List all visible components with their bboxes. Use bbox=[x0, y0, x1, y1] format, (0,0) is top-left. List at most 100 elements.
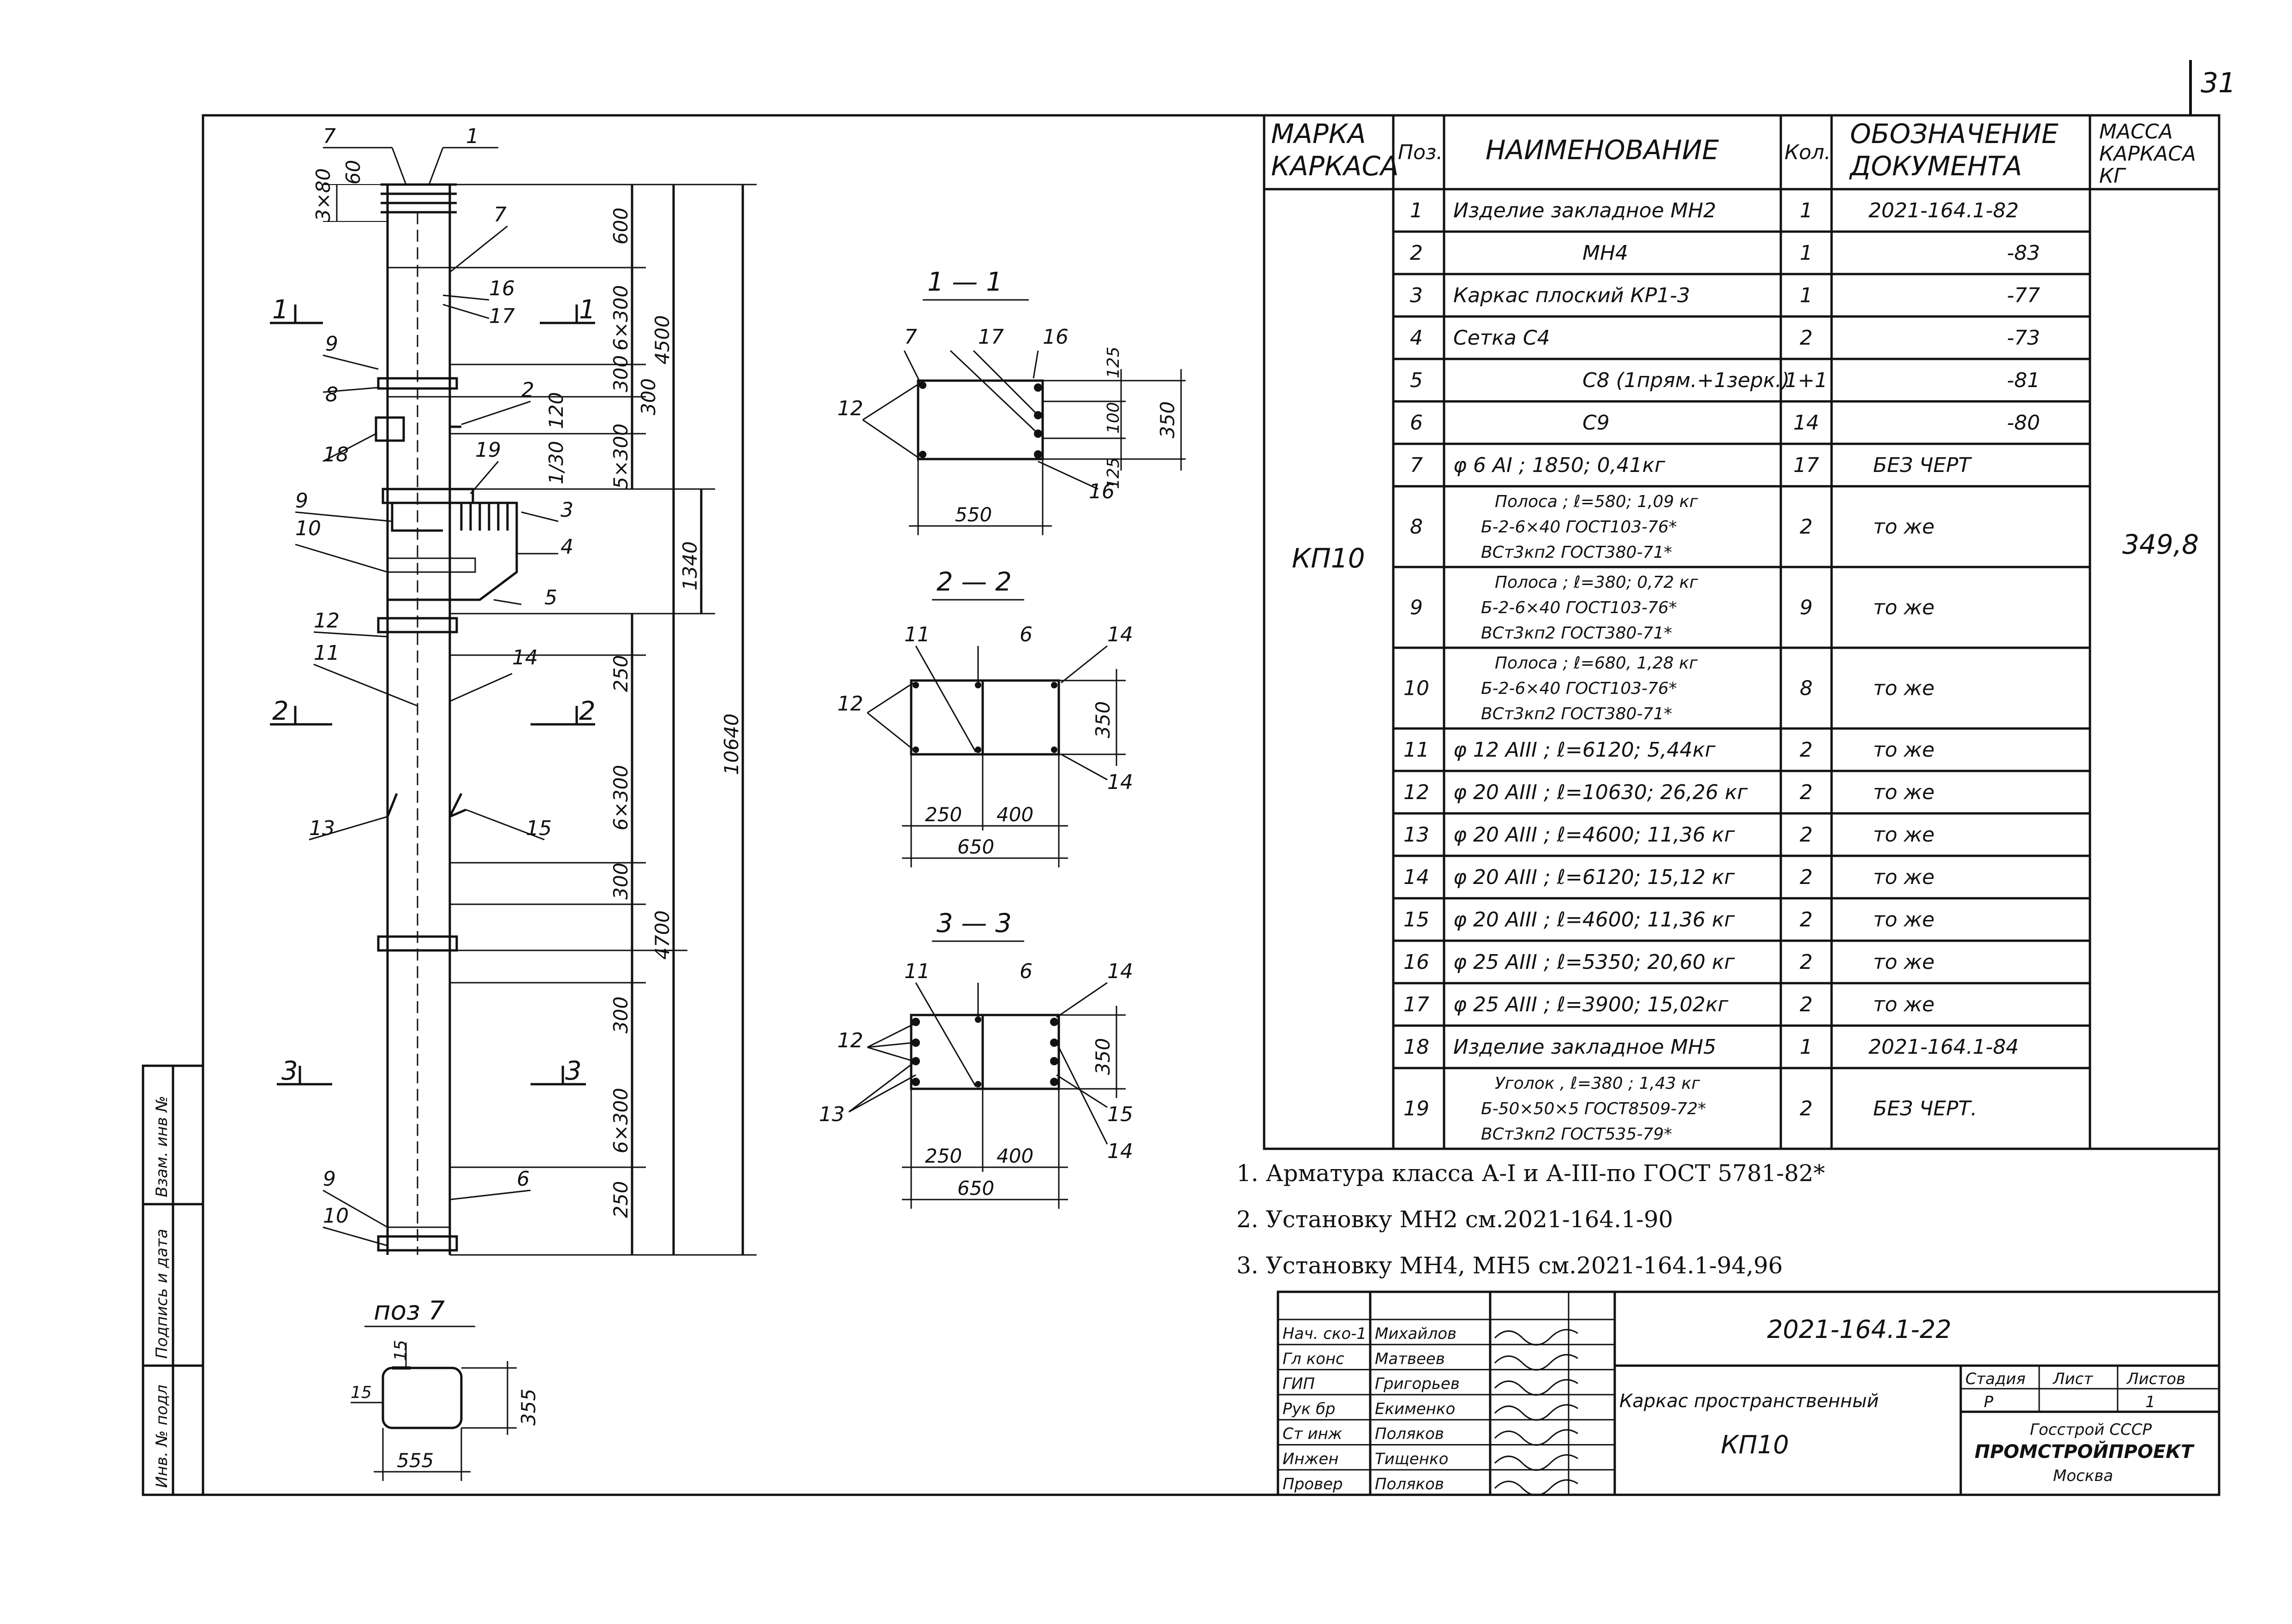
row-pos: 16 bbox=[1403, 950, 1429, 974]
row-qty: 2 bbox=[1800, 866, 1813, 889]
header-mass-3: КГ bbox=[2099, 164, 2126, 188]
row-doc: то же bbox=[1873, 993, 1934, 1016]
strip-inv-podl: Инв. № подл bbox=[153, 1385, 171, 1488]
strip-vzam-inv: Взам. инв № bbox=[153, 1096, 171, 1197]
row-qty: 2 bbox=[1800, 950, 1813, 974]
row-qty: 17 bbox=[1793, 454, 1819, 477]
row-name: С8 (1прям.+1зерк.) bbox=[1582, 369, 1790, 392]
row-name: Изделие закладное МН5 bbox=[1453, 1035, 1716, 1059]
header-name: НАИМЕНОВАНИЕ bbox=[1486, 134, 1719, 166]
pos-label: 16 bbox=[489, 277, 515, 300]
left-strip bbox=[142, 1064, 204, 1496]
person: Поляков bbox=[1375, 1425, 1444, 1443]
dim-4500: 4500 bbox=[651, 315, 674, 364]
section-2-2-title: 2 — 2 bbox=[937, 567, 1012, 597]
pos-label: 9 bbox=[325, 332, 338, 356]
s11-a: 125 bbox=[1104, 346, 1123, 378]
pos-label: 13 bbox=[309, 817, 335, 840]
signature-row: Ст инж Поляков bbox=[1283, 1425, 1578, 1446]
row-pos: 4 bbox=[1410, 326, 1423, 350]
role: Ст инж bbox=[1283, 1425, 1343, 1443]
header-doc-1: ОБОЗНАЧЕНИЕ bbox=[1850, 118, 2059, 149]
row-pos: 11 bbox=[1403, 738, 1429, 762]
row-pos: 7 bbox=[1410, 454, 1423, 477]
elevation-dims: 3×80 60 600 6×300 300 300 120 5×300 1/30… bbox=[312, 160, 743, 1218]
dim-300a: 300 bbox=[609, 355, 632, 392]
spec-table-grid bbox=[1263, 114, 2220, 1150]
s22-h: 350 bbox=[1092, 701, 1114, 738]
dim-120: 120 bbox=[545, 392, 567, 429]
row-qty: 1 bbox=[1800, 284, 1813, 307]
pos-label: 9 bbox=[323, 1167, 336, 1191]
row-name: Изделие закладное МН2 bbox=[1453, 199, 1716, 222]
row-name: МН4 bbox=[1582, 241, 1628, 265]
pos-label: 5 bbox=[544, 586, 557, 609]
row-doc: то же bbox=[1873, 866, 1934, 889]
dim-5x300: 5×300 bbox=[609, 424, 632, 489]
header-doc-2: ДОКУМЕНТА bbox=[1849, 150, 2022, 182]
pos-label: 14 bbox=[512, 646, 538, 669]
pos-label: 2 bbox=[521, 378, 534, 402]
row-doc: то же bbox=[1873, 738, 1934, 762]
pos-label: 3 bbox=[561, 498, 573, 522]
tb-sheets-header: Листов bbox=[2126, 1370, 2185, 1388]
s33-a: 250 bbox=[925, 1145, 962, 1167]
row-name: φ 20 AIII ; ℓ=4600; 11,36 кг bbox=[1453, 908, 1735, 931]
row-qty: 14 bbox=[1793, 411, 1819, 435]
row-doc: БЕЗ ЧЕРТ bbox=[1873, 454, 1972, 477]
note-2: 2. Установку МН2 см.2021-164.1-90 bbox=[1236, 1206, 1673, 1233]
row-doc: 2021-164.1-84 bbox=[1868, 1035, 2019, 1059]
elevation-labels: 7 1 7 16 17 9 8 2 18 19 3 9 10 4 5 12 11… bbox=[295, 125, 573, 1228]
row-pos: 17 bbox=[1403, 993, 1429, 1016]
section-3-3-title: 3 — 3 bbox=[937, 908, 1012, 938]
tb-stage: Р bbox=[1984, 1393, 1994, 1411]
person: Екименко bbox=[1375, 1400, 1455, 1418]
poz7-h: 355 bbox=[517, 1389, 540, 1426]
row-doc: БЕЗ ЧЕРТ. bbox=[1873, 1097, 1977, 1121]
s11-label: 17 bbox=[978, 325, 1004, 349]
pos-label: 9 bbox=[295, 489, 308, 513]
row-name-2: Б-2-6×40 ГОСТ103-76* bbox=[1481, 518, 1677, 537]
row-name-1: Полоса ; ℓ=380; 0,72 кг bbox=[1495, 573, 1699, 592]
row-doc: -73 bbox=[2007, 326, 2040, 350]
row-name-2: Б-50×50×5 ГОСТ8509-72* bbox=[1481, 1099, 1706, 1118]
row-pos: 13 bbox=[1403, 823, 1429, 847]
row-pos: 18 bbox=[1403, 1035, 1429, 1059]
row-pos: 15 bbox=[1403, 908, 1429, 931]
poz7-w: 555 bbox=[397, 1449, 434, 1472]
row-name: φ 6 AI ; 1850; 0,41кг bbox=[1453, 454, 1665, 477]
cut-3-left: 3 bbox=[281, 1056, 298, 1086]
tb-org-3: Москва bbox=[2053, 1467, 2113, 1485]
row-pos: 19 bbox=[1403, 1097, 1429, 1121]
row-name: φ 20 AIII ; ℓ=10630; 26,26 кг bbox=[1453, 781, 1748, 804]
row-pos: 2 bbox=[1410, 241, 1423, 265]
pos-label: 8 bbox=[325, 383, 338, 406]
row-name: С9 bbox=[1582, 411, 1610, 435]
row-qty: 2 bbox=[1800, 515, 1813, 539]
note-1: 1. Арматура класса А-I и А-III-по ГОСТ 5… bbox=[1236, 1160, 1825, 1187]
s33-label: 14 bbox=[1107, 1140, 1133, 1163]
dim-10640: 10640 bbox=[720, 713, 743, 775]
role: Провер bbox=[1283, 1475, 1343, 1493]
row-name-2: Б-2-6×40 ГОСТ103-76* bbox=[1481, 679, 1677, 698]
row-doc: то же bbox=[1873, 823, 1934, 847]
row-name: Сетка С4 bbox=[1453, 326, 1550, 350]
signature bbox=[1494, 1404, 1578, 1421]
dim-300b: 300 bbox=[637, 378, 660, 415]
row-qty: 8 bbox=[1800, 677, 1813, 700]
row-name-2: Б-2-6×40 ГОСТ103-76* bbox=[1481, 598, 1677, 617]
pos-label: 7 bbox=[323, 125, 336, 148]
row-name: φ 20 AIII ; ℓ=4600; 11,36 кг bbox=[1453, 823, 1735, 847]
